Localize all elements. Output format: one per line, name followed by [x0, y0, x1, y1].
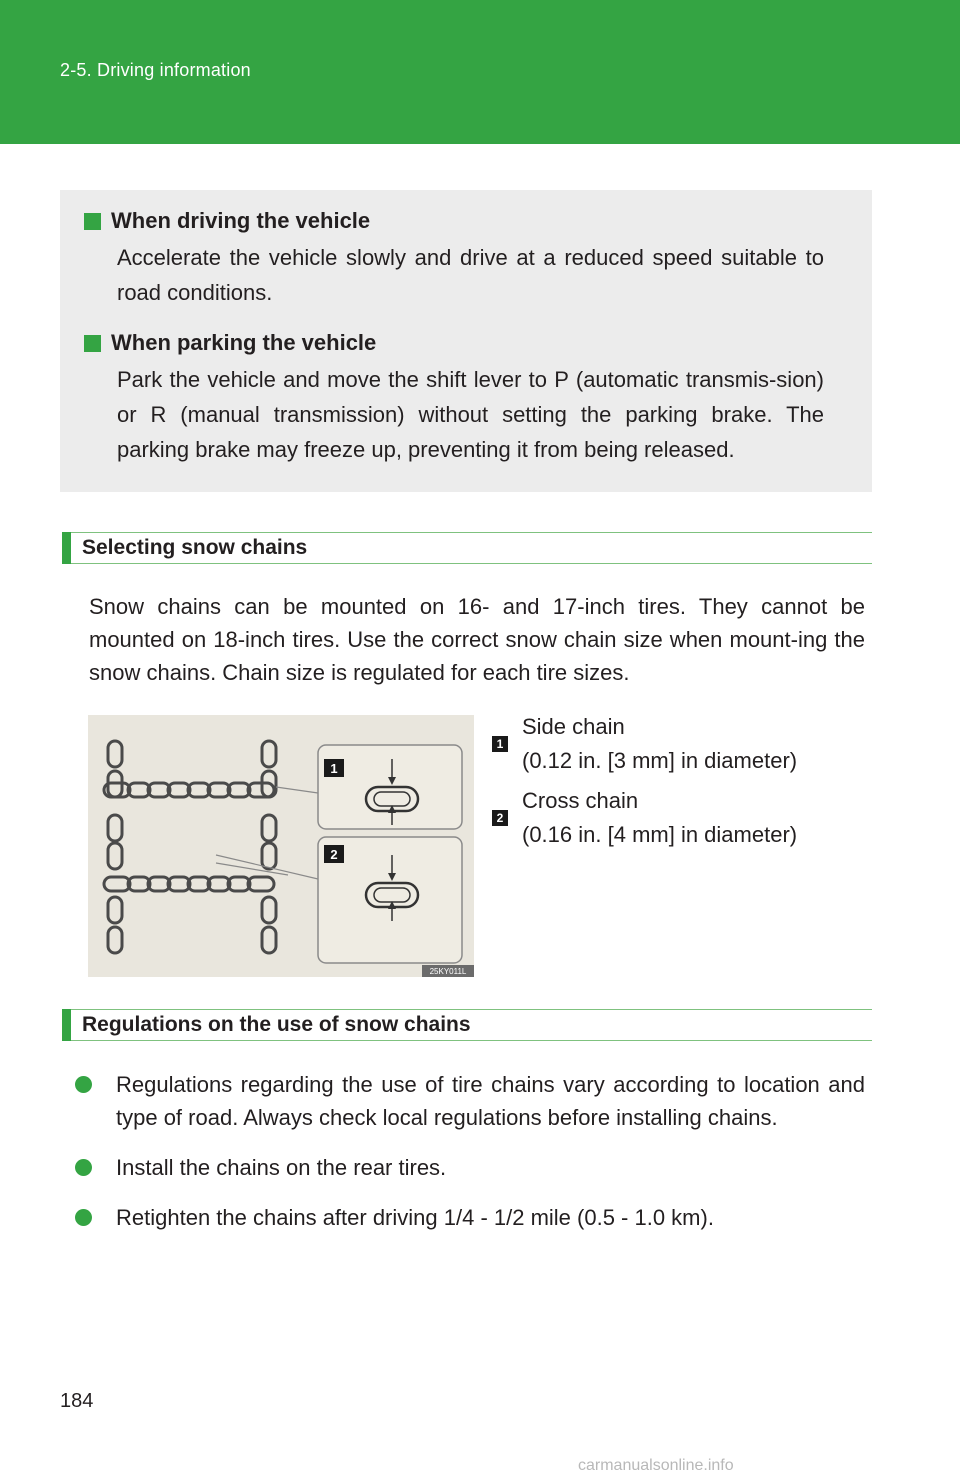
info-item-parking: When parking the vehicle Park the vehicl…	[84, 328, 824, 467]
section-tab-marker	[62, 532, 71, 564]
number-1-icon: 1	[492, 736, 508, 752]
figure-code: 25KY011L	[430, 967, 467, 976]
figure-legend: 1 Side chain (0.12 in. [3 mm] in diamete…	[492, 710, 852, 858]
square-bullet-icon	[84, 334, 101, 352]
info-heading: When driving the vehicle	[111, 208, 371, 233]
snow-chain-illustration: 1 2 25KY011L	[88, 715, 474, 977]
section-title: Regulations on the use of snow chains	[82, 1013, 471, 1036]
legend-label: Side chain	[522, 714, 625, 739]
chain-diagram: 1 2 25KY011L	[102, 739, 474, 977]
watermark: carmanualsonline.info	[578, 1457, 734, 1474]
info-body: Park the vehicle and move the shift leve…	[117, 367, 824, 462]
number-2-icon: 2	[492, 810, 508, 826]
section-heading-snow-chains: Selecting snow chains	[62, 532, 872, 564]
list-item: Install the chains on the rear tires.	[73, 1151, 865, 1184]
page-number: 184	[60, 1390, 94, 1412]
section-tab-marker	[62, 1009, 71, 1041]
list-item: Retighten the chains after driving 1/4 -…	[73, 1201, 865, 1234]
bullet-dot-icon	[75, 1209, 92, 1226]
legend-detail: (0.12 in. [3 mm] in diameter)	[522, 748, 798, 773]
list-item: Regulations regarding the use of tire ch…	[73, 1068, 865, 1134]
legend-detail: (0.16 in. [4 mm] in diameter)	[522, 822, 798, 847]
page-header: 2-5. Driving information	[0, 0, 960, 144]
square-bullet-icon	[84, 212, 101, 230]
info-box: When driving the vehicle Accelerate the …	[60, 190, 872, 492]
section-heading-regulations: Regulations on the use of snow chains	[62, 1009, 872, 1041]
section-paragraph: Snow chains can be mounted on 16- and 17…	[89, 594, 865, 685]
legend-item-cross-chain: 2 Cross chain (0.16 in. [4 mm] in diamet…	[492, 784, 852, 852]
chapter-title: 2-5. Driving information	[60, 60, 251, 80]
info-item-driving: When driving the vehicle Accelerate the …	[84, 206, 824, 310]
info-heading: When parking the vehicle	[111, 330, 377, 355]
callout-label-2: 2	[330, 847, 337, 862]
section-title: Selecting snow chains	[82, 536, 308, 559]
info-body: Accelerate the vehicle slowly and drive …	[117, 245, 824, 305]
legend-label: Cross chain	[522, 788, 639, 813]
bullet-dot-icon	[75, 1159, 92, 1176]
regulations-list: Regulations regarding the use of tire ch…	[73, 1068, 865, 1251]
callout-label-1: 1	[330, 761, 337, 776]
legend-item-side-chain: 1 Side chain (0.12 in. [3 mm] in diamete…	[492, 710, 852, 778]
bullet-dot-icon	[75, 1076, 92, 1093]
